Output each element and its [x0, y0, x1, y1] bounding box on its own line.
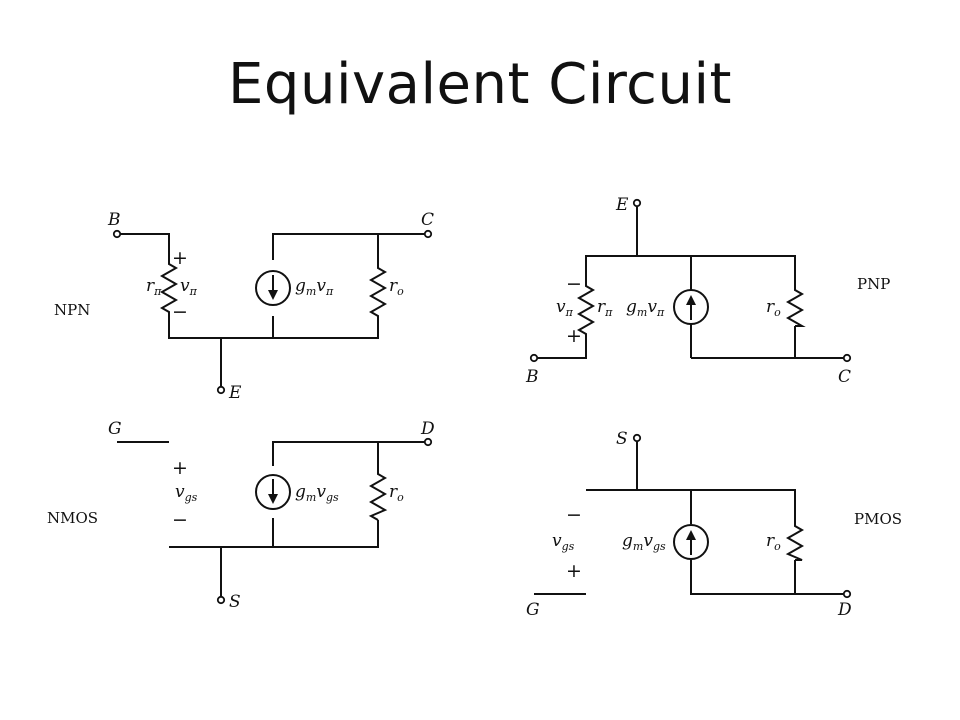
pnp-r-pi-label: rπ — [597, 297, 613, 319]
pmos-drain-terminal — [842, 589, 852, 599]
npn-gm-v-pi-label: gmvπ — [295, 276, 334, 298]
pnp-base-label: B — [525, 367, 539, 387]
pmos-r-o-label: ro — [766, 531, 781, 553]
pmos-plus-sign: + — [566, 560, 582, 582]
npn-collector-label: C — [421, 210, 434, 230]
npn-emitter-label: E — [228, 383, 242, 403]
pnp-emitter-terminal — [632, 198, 642, 208]
npn-current-source — [255, 270, 291, 306]
pmos-gm-v-gs-label: gmvgs — [622, 531, 666, 553]
pmos-v-gs-label: vgs — [552, 531, 575, 553]
pnp-r-o-resistor — [785, 288, 806, 327]
pmos-current-source — [673, 524, 709, 560]
pnp-r-pi-resistor — [576, 274, 596, 340]
nmos-gm-v-gs-label: gmvgs — [295, 482, 339, 504]
nmos-current-source — [255, 474, 291, 510]
pnp-plus-sign: + — [566, 325, 582, 347]
nmos-wires — [117, 441, 428, 598]
pmos-gate-label: G — [526, 600, 540, 620]
nmos-v-gs-label: vgs — [175, 482, 198, 504]
nmos-r-o-label: ro — [389, 482, 404, 504]
pnp-minus-sign: − — [566, 273, 582, 295]
nmos-source-label: S — [229, 592, 241, 612]
pnp-name-label: PNP — [857, 275, 890, 293]
pnp-r-o-label: ro — [766, 297, 781, 319]
pmos-wires — [534, 441, 845, 595]
pnp-v-pi-label: vπ — [556, 297, 574, 319]
page-title: Equivalent Circuit — [228, 52, 732, 117]
pmos-name-label: PMOS — [854, 510, 902, 528]
pnp-collector-terminal — [842, 353, 852, 363]
nmos-minus-sign: − — [172, 509, 188, 531]
npn-minus-sign: − — [172, 301, 188, 323]
pnp-collector-label: C — [838, 367, 851, 387]
pnp-base-terminal — [529, 353, 539, 363]
nmos-circuit: G D S NMOS + − vgs gmvgs ro — [47, 419, 435, 612]
nmos-name-label: NMOS — [47, 509, 98, 527]
npn-wires — [117, 233, 428, 388]
pnp-current-source — [673, 289, 709, 325]
pmos-source-label: S — [616, 429, 628, 449]
pnp-wires — [534, 206, 845, 359]
npn-plus-sign: + — [172, 247, 188, 269]
npn-r-o-resistor — [368, 258, 388, 320]
pmos-minus-sign: − — [566, 504, 582, 526]
pmos-circuit: S G D PMOS − + vgs gmvgs ro — [526, 429, 902, 620]
pnp-emitter-label: E — [615, 195, 629, 215]
npn-v-pi-label: vπ — [180, 276, 198, 298]
nmos-plus-sign: + — [172, 457, 188, 479]
npn-base-label: B — [107, 210, 121, 230]
npn-emitter-terminal — [216, 385, 226, 395]
nmos-source-terminal — [216, 595, 226, 605]
npn-r-pi-resistor — [159, 250, 179, 320]
nmos-gate-label: G — [108, 419, 122, 439]
npn-name-label: NPN — [54, 301, 90, 319]
pnp-gm-v-pi-label: gmvπ — [626, 297, 665, 319]
npn-collector-terminal — [423, 229, 433, 239]
npn-r-pi-label: rπ — [146, 276, 162, 298]
pnp-circuit: E B C PNP − + vπ rπ gmvπ ro — [525, 195, 890, 387]
nmos-drain-terminal — [423, 437, 433, 447]
npn-base-terminal — [112, 229, 122, 239]
pmos-source-terminal — [632, 433, 642, 443]
pmos-r-o-resistor — [785, 524, 805, 561]
npn-r-o-label: ro — [389, 276, 404, 298]
nmos-r-o-resistor — [368, 466, 388, 521]
pmos-drain-label: D — [837, 600, 852, 620]
npn-circuit: B C E NPN + − rπ vπ gmvπ ro — [54, 210, 434, 403]
nmos-drain-label: D — [420, 419, 435, 439]
